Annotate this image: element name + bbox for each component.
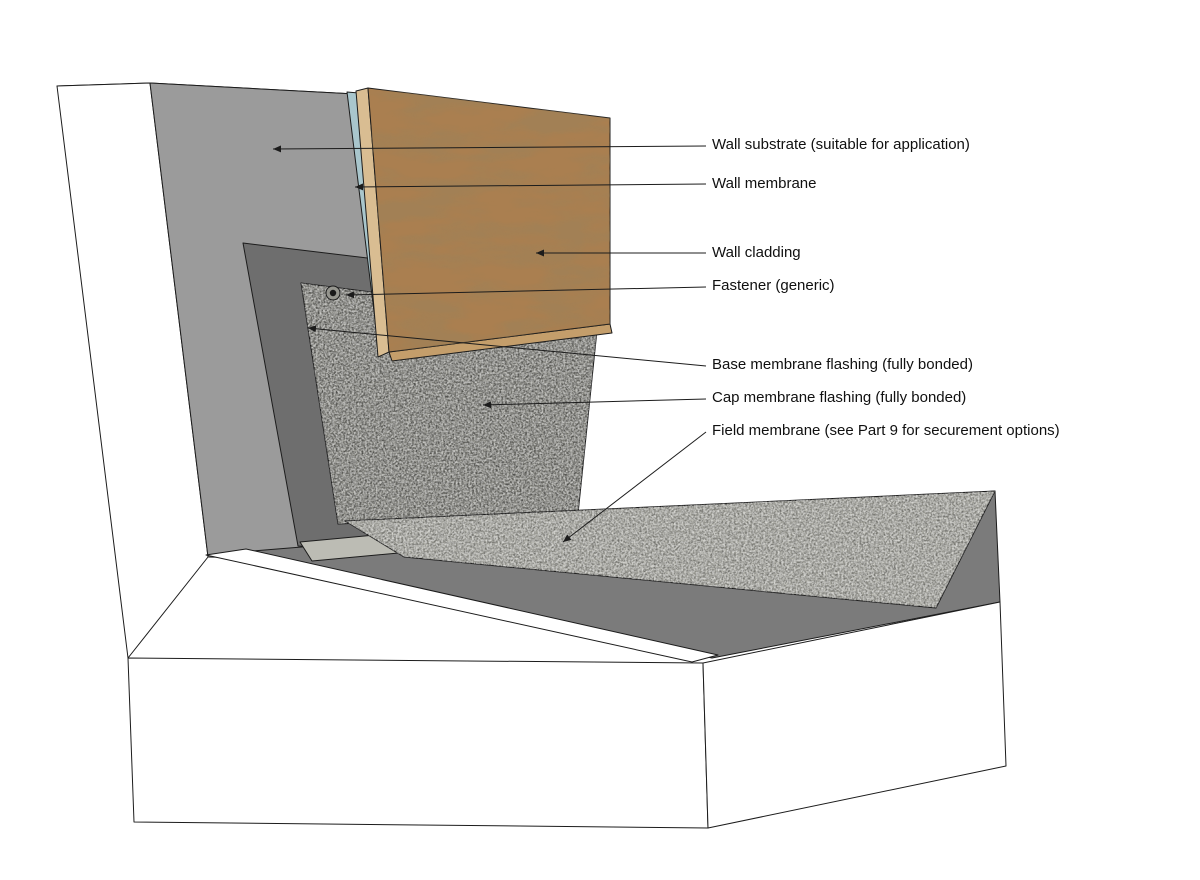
leader-wall-membrane [354, 183, 707, 191]
label-wall-cladding: Wall cladding [712, 244, 801, 261]
leader-cap-membrane-flashing [482, 398, 707, 409]
label-field-membrane: Field membrane (see Part 9 for securemen… [712, 422, 1060, 439]
leader-fastener [345, 286, 707, 299]
label-wall-substrate: Wall substrate (suitable for application… [712, 136, 970, 153]
leader-base-membrane-flashing [307, 325, 707, 367]
wall-cladding-mottle [368, 88, 610, 352]
fastener-shape [325, 285, 341, 301]
deck-top-strip [205, 548, 719, 663]
label-wall-membrane: Wall membrane [712, 175, 817, 192]
deck-right-face [702, 601, 1007, 829]
structure [56, 82, 1007, 829]
leader-wall-substrate [272, 145, 707, 153]
leader-field-membrane [562, 431, 707, 543]
deck-front-face [127, 657, 709, 829]
leader-lines [272, 145, 707, 543]
field-membrane-grain-light [345, 491, 995, 608]
label-base-membrane-flashing: Base membrane flashing (fully bonded) [712, 356, 973, 373]
label-fastener: Fastener (generic) [712, 277, 835, 294]
fastener-center [329, 289, 337, 297]
label-cap-membrane-flashing: Cap membrane flashing (fully bonded) [712, 389, 967, 406]
